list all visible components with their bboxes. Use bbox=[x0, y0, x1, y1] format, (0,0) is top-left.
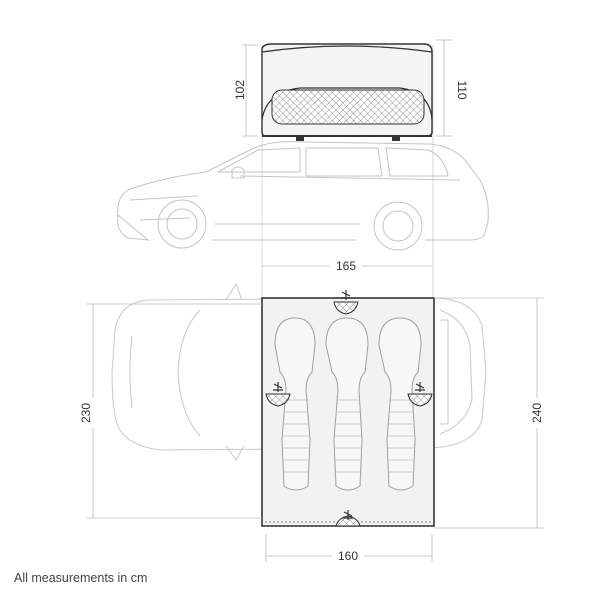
car-top bbox=[111, 282, 487, 461]
dim-230-bracket bbox=[86, 303, 262, 519]
window-vent-icon-left bbox=[265, 382, 291, 407]
front-wheel bbox=[157, 199, 207, 249]
window-vent-icon-top bbox=[333, 290, 359, 315]
dim-240-bracket bbox=[434, 297, 544, 529]
rear-wheel bbox=[373, 201, 423, 251]
dim-label-110: 110 bbox=[455, 80, 469, 99]
dim-label-102: 102 bbox=[233, 80, 247, 100]
dim-102-bracket bbox=[242, 44, 258, 137]
dim-160-bracket bbox=[265, 534, 433, 562]
car-side bbox=[117, 141, 489, 251]
sleeping-bag-2 bbox=[325, 317, 369, 491]
measurement-caption: All measurements in cm bbox=[14, 571, 148, 585]
top-view bbox=[86, 282, 544, 562]
window-vent-icon-right bbox=[407, 382, 433, 407]
side-view bbox=[117, 39, 489, 300]
window-vent-icon-bottom bbox=[335, 510, 361, 527]
mesh-window bbox=[271, 89, 425, 125]
dim-label-230: 230 bbox=[79, 403, 93, 423]
dim-110-bracket bbox=[436, 39, 452, 137]
tent-side bbox=[261, 43, 433, 141]
dim-label-160: 160 bbox=[338, 549, 358, 563]
sleeping-bag-1 bbox=[274, 317, 316, 491]
dim-label-240: 240 bbox=[530, 403, 544, 423]
dim-label-165: 165 bbox=[336, 259, 356, 273]
sleeping-bag-3 bbox=[378, 317, 422, 491]
